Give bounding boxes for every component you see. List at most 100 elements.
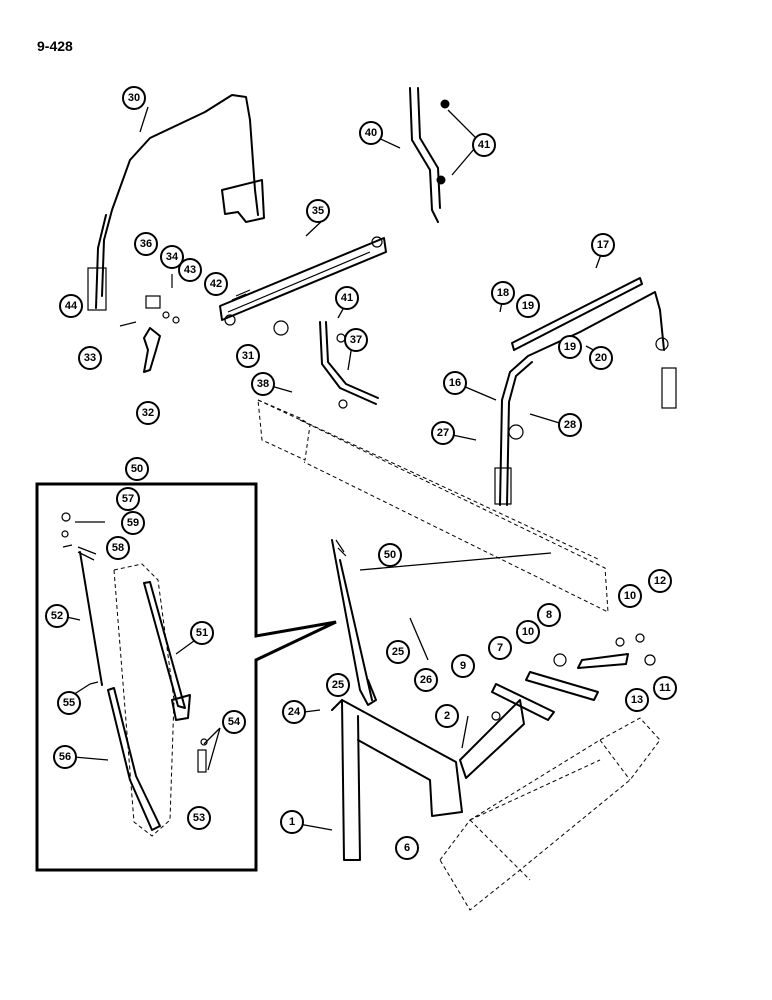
svg-text:35: 35	[312, 205, 324, 217]
callout-12: 12	[648, 569, 672, 593]
callout-31: 31	[236, 344, 260, 368]
part-32-36-latch	[119, 274, 180, 373]
callout-9: 9	[451, 654, 475, 678]
svg-text:42: 42	[210, 278, 222, 290]
callout-1: 1	[280, 810, 304, 834]
svg-text:28: 28	[564, 419, 576, 431]
svg-text:32: 32	[142, 407, 154, 419]
svg-text:10: 10	[624, 590, 636, 602]
callout-44: 44	[59, 294, 83, 318]
svg-text:56: 56	[59, 751, 71, 763]
svg-text:37: 37	[350, 334, 362, 346]
callout-50a: 50	[125, 457, 149, 481]
callout-53: 53	[187, 806, 211, 830]
part-50-assembly	[331, 539, 377, 706]
callout-10a: 10	[618, 584, 642, 608]
svg-text:33: 33	[84, 352, 96, 364]
svg-text:41: 41	[478, 139, 490, 151]
callout-58: 58	[106, 536, 130, 560]
callout-13: 13	[625, 688, 649, 712]
svg-text:7: 7	[497, 642, 503, 654]
callout-25b: 25	[326, 673, 350, 697]
callout-41a: 41	[472, 133, 496, 157]
svg-text:1: 1	[289, 816, 295, 828]
svg-text:31: 31	[242, 350, 254, 362]
page-number: 9-428	[37, 38, 73, 54]
callout-52: 52	[45, 604, 69, 628]
svg-text:43: 43	[184, 264, 196, 276]
svg-text:17: 17	[597, 239, 609, 251]
svg-text:57: 57	[122, 493, 134, 505]
callout-33: 33	[78, 346, 102, 370]
callout-43: 43	[178, 258, 202, 282]
callout-35: 35	[306, 199, 330, 223]
callout-59: 59	[121, 511, 145, 535]
callout-34: 34	[160, 245, 184, 269]
svg-text:58: 58	[112, 542, 124, 554]
part-30-rod	[87, 94, 265, 311]
svg-text:25: 25	[332, 679, 344, 691]
callout-2: 2	[435, 704, 459, 728]
svg-text:10: 10	[522, 626, 534, 638]
svg-text:41: 41	[341, 292, 353, 304]
part-40-bracket	[409, 87, 450, 223]
svg-text:50: 50	[384, 549, 396, 561]
callout-6: 6	[395, 836, 419, 860]
part-37-strap	[273, 320, 379, 409]
svg-text:55: 55	[63, 697, 75, 709]
callout-25a: 25	[386, 640, 410, 664]
svg-text:13: 13	[631, 694, 643, 706]
callout-40: 40	[359, 121, 383, 145]
callout-7: 7	[488, 636, 512, 660]
callout-42: 42	[204, 272, 228, 296]
callout-55: 55	[57, 691, 81, 715]
svg-text:2: 2	[444, 710, 450, 722]
part-17-bar	[511, 277, 643, 351]
part-1-post	[331, 699, 463, 861]
main-beam	[257, 399, 609, 613]
svg-text:36: 36	[140, 238, 152, 250]
callout-56: 56	[53, 745, 77, 769]
svg-text:16: 16	[449, 377, 461, 389]
svg-text:53: 53	[193, 812, 205, 824]
callout-27: 27	[431, 421, 455, 445]
callout-11: 11	[653, 676, 677, 700]
callout-36: 36	[134, 232, 158, 256]
callout-19b: 19	[558, 335, 582, 359]
callout-28: 28	[558, 413, 582, 437]
inset-frame	[35, 482, 337, 872]
svg-text:26: 26	[420, 674, 432, 686]
callout-38: 38	[251, 372, 275, 396]
svg-text:44: 44	[65, 300, 78, 312]
svg-text:24: 24	[288, 706, 301, 718]
svg-text:40: 40	[365, 127, 377, 139]
callout-57: 57	[116, 487, 140, 511]
callout-26: 26	[414, 668, 438, 692]
callout-54: 54	[222, 710, 246, 734]
svg-text:6: 6	[404, 842, 410, 854]
callout-24: 24	[282, 700, 306, 724]
callout-19a: 19	[516, 294, 540, 318]
svg-text:54: 54	[228, 716, 241, 728]
callout-41b: 41	[335, 286, 359, 310]
svg-text:27: 27	[437, 427, 449, 439]
svg-text:9: 9	[460, 660, 466, 672]
callout-32: 32	[136, 401, 160, 425]
svg-text:34: 34	[166, 251, 179, 263]
svg-text:30: 30	[128, 92, 140, 104]
svg-text:19: 19	[564, 341, 576, 353]
callout-18: 18	[491, 281, 515, 305]
callout-50b: 50	[378, 543, 402, 567]
svg-text:11: 11	[659, 682, 671, 694]
inset-parts	[61, 512, 208, 837]
svg-text:18: 18	[497, 287, 509, 299]
callout-51: 51	[190, 621, 214, 645]
callout-8: 8	[537, 603, 561, 627]
part-7-8-links	[491, 633, 656, 721]
svg-text:25: 25	[392, 646, 404, 658]
svg-text:12: 12	[654, 575, 666, 587]
svg-text:20: 20	[595, 352, 607, 364]
callout-17: 17	[591, 233, 615, 257]
callout-20: 20	[589, 346, 613, 370]
